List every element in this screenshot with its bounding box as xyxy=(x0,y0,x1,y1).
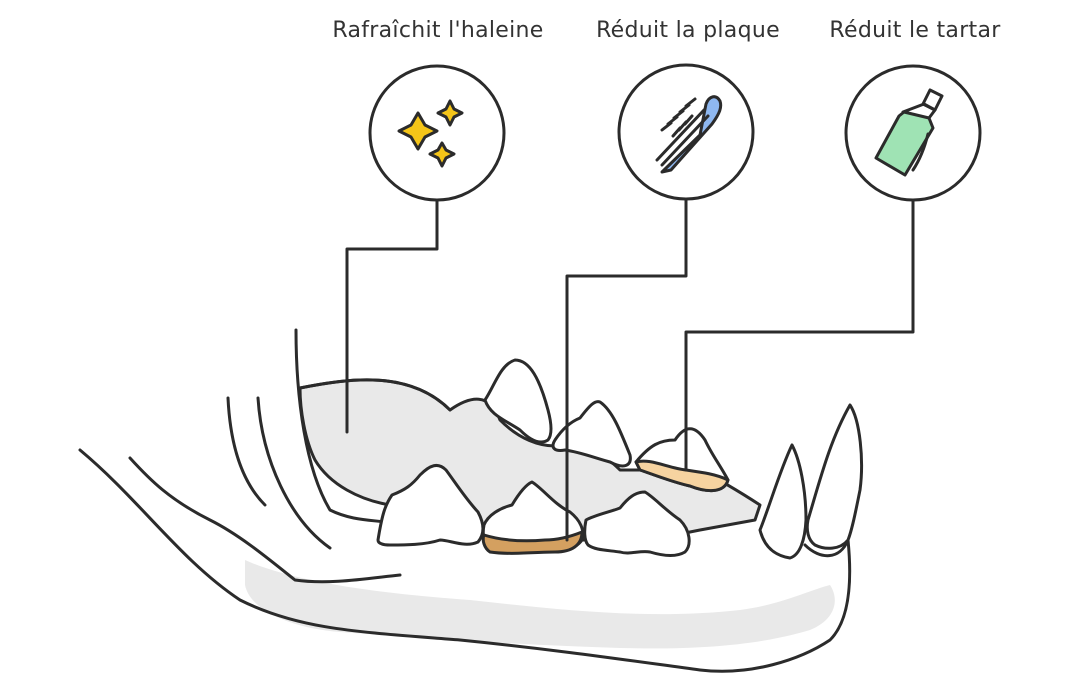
tartar-icon-circle xyxy=(844,64,982,202)
jaw-outline xyxy=(78,448,852,673)
benefit-label-breath: Rafraîchit l'haleine xyxy=(332,18,544,43)
leader-line-plaque xyxy=(565,197,688,542)
sparkles-icon xyxy=(397,99,464,168)
lower-tooth-3 xyxy=(583,490,691,557)
upper-tooth-2 xyxy=(551,400,632,468)
lower-tooth-1 xyxy=(376,463,485,547)
jaw-shade xyxy=(245,560,835,649)
tartar-deposit xyxy=(634,459,730,492)
leader-line-breath xyxy=(345,198,439,434)
upper-tooth-1 xyxy=(483,358,553,444)
toothbrush-icon xyxy=(655,95,723,174)
lower-canine-large xyxy=(805,403,863,550)
benefit-label-plaque: Réduit la plaque xyxy=(596,18,780,43)
toothpaste-tube-icon xyxy=(874,88,944,177)
plaque-deposit xyxy=(481,530,584,555)
breath-icon-circle xyxy=(368,64,506,202)
plaque-icon-circle xyxy=(617,63,755,201)
benefit-label-tartar: Réduit le tartar xyxy=(829,18,1001,43)
lower-canine-small xyxy=(758,443,808,560)
leader-line-tartar xyxy=(684,198,915,472)
